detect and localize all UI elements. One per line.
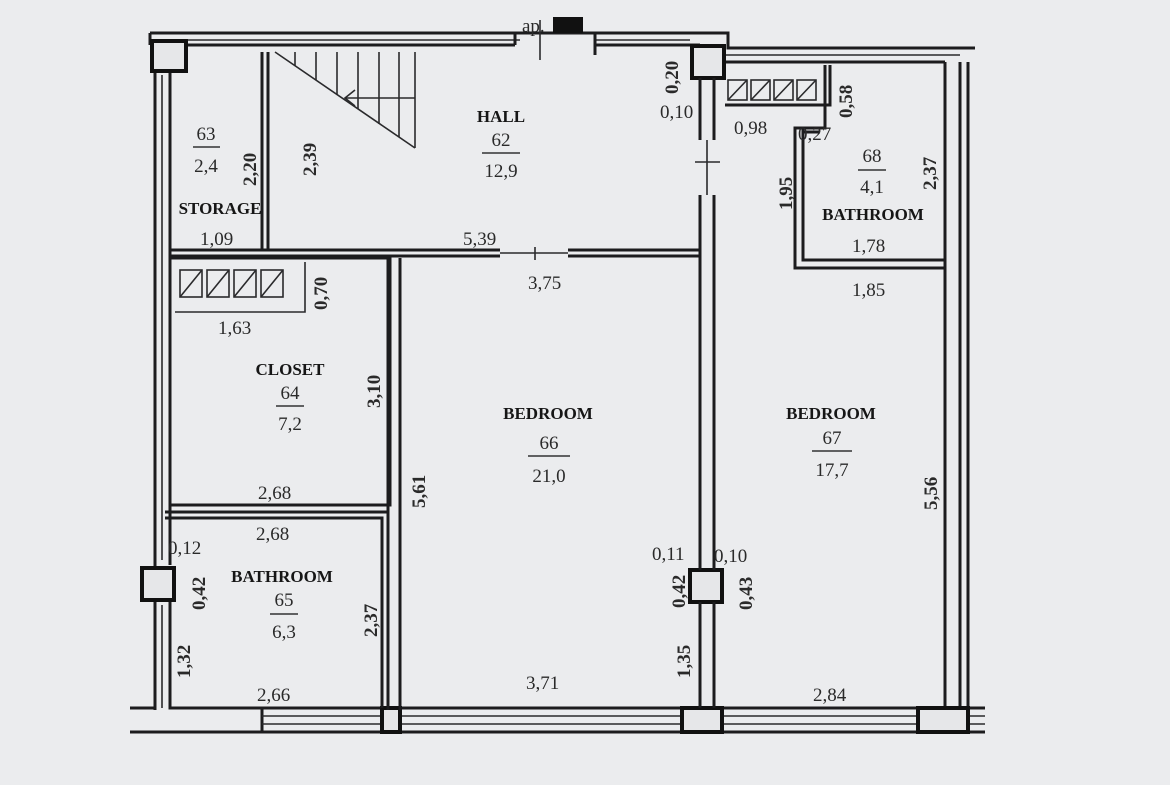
dim: 3,75: [528, 273, 561, 294]
dim: 5,39: [463, 229, 496, 250]
dim: 1,63: [218, 318, 251, 339]
dim: 2,66: [257, 685, 290, 706]
dim: 0,10: [660, 102, 693, 123]
vertical-dimension-labels: 0,20 0,58 2,20 2,39 1,95 2,37 0,70 3,10 …: [174, 61, 942, 678]
dim: 2,84: [813, 685, 847, 706]
room-name: BEDROOM: [786, 404, 876, 423]
dim: 1,95: [776, 177, 797, 210]
dim: 1,09: [200, 229, 233, 250]
room-bathroom-65: BATHROOM 65 6,3: [231, 567, 333, 643]
dim: 0,10: [714, 546, 747, 567]
dim: 0,12: [168, 538, 201, 559]
room-name: CLOSET: [256, 360, 326, 379]
dim: 1,35: [674, 645, 695, 678]
room-name: STORAGE: [179, 199, 262, 218]
room-number: 68: [863, 146, 882, 167]
room-name: BATHROOM: [822, 205, 924, 224]
staircase: [274, 51, 416, 149]
dim: 0,11: [652, 544, 685, 565]
dim: 2,39: [300, 143, 321, 176]
dim: 0,42: [669, 575, 690, 608]
dim: 5,56: [921, 477, 942, 510]
room-area: 12,9: [484, 161, 517, 182]
dim: 5,61: [409, 475, 430, 508]
column: [690, 44, 726, 80]
dim: 3,71: [526, 673, 559, 694]
column: [140, 566, 176, 602]
room-area: 17,7: [815, 460, 848, 481]
dim: 0,70: [311, 277, 332, 310]
room-storage: 63 2,4 STORAGE: [179, 124, 262, 218]
room-number: 66: [540, 433, 559, 454]
dim: 0,42: [189, 577, 210, 610]
column: [688, 568, 724, 604]
room-number: 63: [197, 124, 216, 145]
room-area: 21,0: [532, 466, 565, 487]
dim: 1,85: [852, 280, 885, 301]
marker-label: ар.: [522, 16, 545, 37]
dim: 0,58: [836, 85, 857, 118]
dim: 2,20: [240, 153, 261, 186]
outer-walls: [130, 20, 985, 734]
room-area: 7,2: [278, 414, 302, 435]
room-number: 67: [823, 428, 842, 449]
dim: 2,37: [361, 603, 382, 637]
dim: 0,20: [662, 61, 683, 94]
interior-walls: [165, 52, 945, 710]
column: [916, 706, 970, 734]
dim: 0,43: [736, 577, 757, 610]
room-name: BEDROOM: [503, 404, 593, 423]
room-area: 4,1: [860, 177, 884, 198]
room-bedroom-66: BEDROOM 66 21,0: [503, 404, 593, 487]
dim: 2,68: [258, 483, 291, 504]
dim: 3,10: [364, 375, 385, 408]
dim: 2,37: [920, 156, 941, 190]
column: [680, 706, 724, 734]
dim: 1,78: [852, 236, 885, 257]
room-area: 2,4: [194, 156, 218, 177]
dim: 1,32: [174, 645, 195, 678]
room-bathroom-68: 68 4,1 BATHROOM: [822, 146, 924, 224]
room-hall: HALL 62 12,9: [477, 107, 525, 182]
room-closet: CLOSET 64 7,2: [256, 360, 326, 435]
dimension-labels: 0,10 0,98 0,27 1,09 5,39 3,75 1,78 1,85 …: [168, 102, 885, 706]
room-area: 6,3: [272, 622, 296, 643]
column: [380, 706, 402, 734]
room-name: HALL: [477, 107, 525, 126]
shelf-hatch: [179, 79, 817, 298]
room-name: BATHROOM: [231, 567, 333, 586]
dim: 0,27: [798, 124, 831, 145]
column: [150, 39, 188, 73]
room-number: 62: [492, 130, 511, 151]
room-bedroom-67: BEDROOM 67 17,7: [786, 404, 876, 481]
room-number: 65: [275, 590, 294, 611]
dim: 2,68: [256, 524, 289, 545]
room-number: 64: [281, 383, 301, 404]
marker-block: [553, 17, 583, 33]
dim: 0,98: [734, 118, 767, 139]
